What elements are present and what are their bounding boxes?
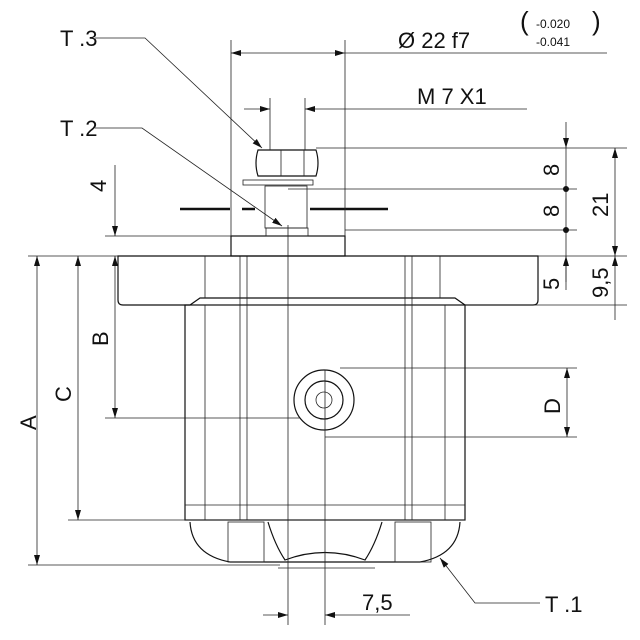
dim-7-5: 7,5 bbox=[362, 590, 393, 615]
label-t2: T .2 bbox=[60, 116, 98, 141]
dim-D: D bbox=[540, 398, 565, 414]
tolerance-bracket-close: ) bbox=[592, 6, 601, 36]
dim-4: 4 bbox=[86, 180, 111, 192]
thread-label: M 7 X1 bbox=[417, 84, 487, 109]
dim-8-lower: 8 bbox=[539, 205, 564, 217]
dim-5: 5 bbox=[539, 278, 564, 290]
dim-B: B bbox=[88, 331, 113, 346]
dim-A: A bbox=[16, 415, 41, 430]
label-t1: T .1 bbox=[545, 592, 583, 617]
dim-8-upper: 8 bbox=[539, 164, 564, 176]
pump-body bbox=[117, 149, 539, 569]
tolerance-bracket-open: ( bbox=[520, 6, 529, 36]
diameter-label: Ø 22 f7 bbox=[398, 28, 470, 53]
label-t3: T .3 bbox=[60, 26, 98, 51]
dimension-lines bbox=[28, 37, 627, 618]
tolerance-lower: -0.041 bbox=[536, 35, 570, 49]
dim-C: C bbox=[51, 386, 76, 402]
center-lines bbox=[180, 207, 388, 625]
tolerance-upper: -0.020 bbox=[536, 17, 570, 31]
dim-21: 21 bbox=[588, 193, 613, 217]
dim-9-5: 9,5 bbox=[588, 267, 613, 298]
